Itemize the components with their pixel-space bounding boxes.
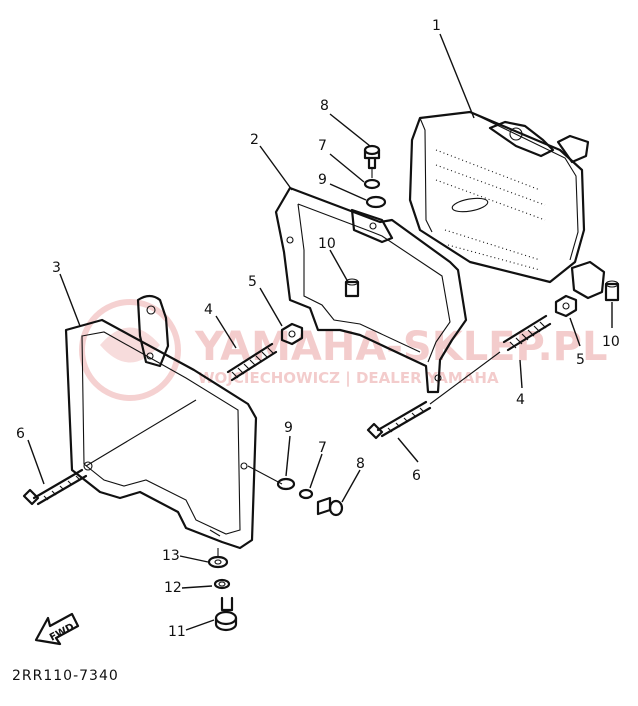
part-labels: 1 8 7 9 2 10 3 4 5 5 4 10 6 6 9 7 8 13 1… <box>16 18 620 640</box>
watermark-brand: YAMAHA-SKLEP.PL <box>194 324 607 370</box>
label-grommet-inner: 10 <box>318 236 336 252</box>
label-grommet-right: 10 <box>602 334 620 350</box>
bolt-top <box>363 144 381 170</box>
label-spring-right: 4 <box>516 392 525 408</box>
spring-left <box>226 342 278 382</box>
adjusting-screw-right <box>366 400 432 440</box>
fwd-arrow: FWD <box>34 612 80 646</box>
headlight-stay-inner <box>274 186 468 394</box>
lock-washer-top <box>363 178 381 190</box>
label-screw-left: 6 <box>16 426 25 442</box>
watermark-logo-mark <box>100 327 160 363</box>
label-bolt-top: 8 <box>320 98 329 114</box>
plain-washer-bottom <box>276 477 296 491</box>
nut-right <box>554 294 578 318</box>
label-headlight-unit: 1 <box>432 18 441 34</box>
leader-lines <box>27 33 613 631</box>
bolt-lower <box>214 596 238 632</box>
label-plain-washer-top: 9 <box>318 172 327 188</box>
nut-left <box>280 322 304 346</box>
label-stay-inner: 2 <box>250 132 259 148</box>
watermark: YAMAHA-SKLEP.PL WOJCIECHOWICZ | DEALER Y… <box>79 299 607 401</box>
label-spring-left: 4 <box>204 302 213 318</box>
assembly-lines <box>85 168 501 556</box>
plain-washer-lower <box>207 555 229 569</box>
label-nut-right: 5 <box>576 352 585 368</box>
watermark-dealer: WOJCIECHOWICZ | DEALER YAMAHA <box>198 369 499 388</box>
spring-right <box>502 314 552 352</box>
diagram-code: 2RR110-7340 <box>12 668 119 684</box>
label-plain-washer: 13 <box>162 548 180 564</box>
spring-washer-lower <box>213 578 231 590</box>
label-stay-outer: 3 <box>52 260 61 276</box>
grommet-inner <box>344 278 360 298</box>
grommet-right <box>604 280 620 302</box>
plain-washer-top <box>365 195 387 209</box>
label-spring-washer: 12 <box>164 580 182 596</box>
headlight-unit <box>408 110 606 300</box>
label-bolt-lower: 11 <box>168 624 186 640</box>
label-washer-bottom: 7 <box>318 440 327 456</box>
label-washer-top: 7 <box>318 138 327 154</box>
adjusting-screw-left <box>22 468 88 506</box>
label-plain-washer-bottom: 9 <box>284 420 293 436</box>
lock-washer-bottom <box>298 488 314 500</box>
label-nut-left: 5 <box>248 274 257 290</box>
label-screw-right: 6 <box>412 468 421 484</box>
headlight-stay-outer <box>64 294 258 550</box>
label-bolt-bottom: 8 <box>356 456 365 472</box>
bolt-bottom <box>316 496 344 517</box>
